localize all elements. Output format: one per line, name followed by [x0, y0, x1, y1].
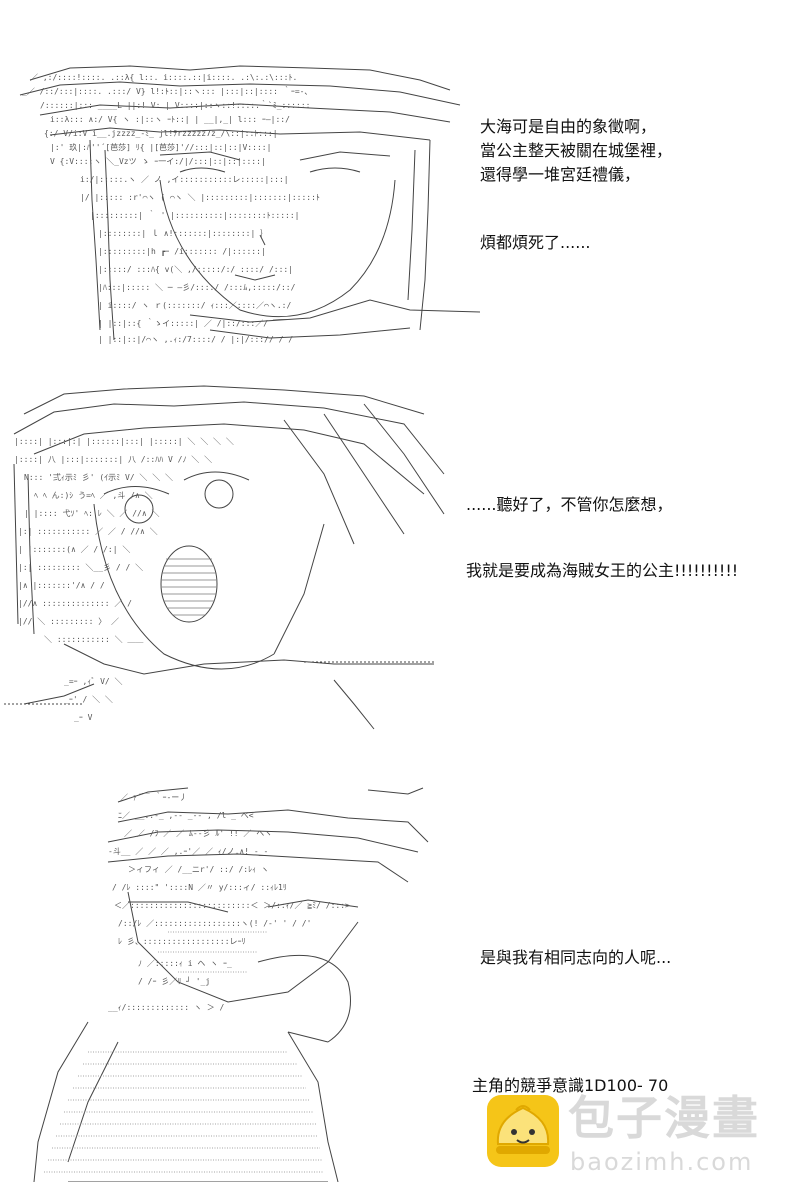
svg-text:i::λ::: ∧:/ V{ ヽ :|::ヽ ｰﾄ::| |: i::λ::: ∧:/ V{ ヽ :|::ヽ ｰﾄ::| | __|,_| l:… — [50, 115, 290, 124]
svg-text:/::/ﾚ ／::::::::::::::::::ヽ(! /: /::/ﾚ ／::::::::::::::::::ヽ(! /‐' ' / /' — [118, 919, 311, 928]
svg-text:ﾍ ﾍ ん:)ｼ う=ﾍ ／ ,斗 /∧ ＼: ﾍ ﾍ ん:)ｼ う=ﾍ ／ ,斗 /∧ ＼ — [34, 491, 153, 500]
svg-text:|∧ |:::::::'/∧ / /: |∧ |:::::::'/∧ / / — [18, 581, 105, 590]
svg-text:_=ｰ ,ｨﾞ V/ ＼: _=ｰ ,ｨﾞ V/ ＼ — [64, 677, 123, 686]
caption-line: ......聽好了，不管你怎麼想， — [466, 495, 673, 514]
svg-text:| i::::/ ヽ ｒ(:::::::/ ｨ:::／:::: | i::::/ ヽ ｒ(:::::::/ ｨ:::／::::／⌒ヽ.:/ — [98, 301, 291, 310]
caption-line: 主角的競爭意識1D100- 70 — [472, 1076, 669, 1095]
svg-text:N::: '弍ｨ示ﾐ 彡' (ｲ示ﾐ V/ ＼ ＼ ＼: N::: '弍ｨ示ﾐ 彡' (ｲ示ﾐ V/ ＼ ＼ ＼ — [24, 472, 173, 482]
svg-text:-斗__ ／ ／ ／ ,.ｰ'／ ／ ｨ/ノ.∧! -_-: -斗__ ／ ／ ／ ,.ｰ'／ ／ ｨ/ノ.∧! -_- — [108, 847, 268, 856]
caption-line: 大海可是自由的象徵啊， — [480, 117, 657, 136]
svg-text:| |::|::|/⌒ヽ ,.ｨ:/7::::/ / |:|: | |::|::|/⌒ヽ ,.ｨ:/7::::/ / |:|/:::// / / — [98, 335, 293, 344]
caption-line: 當公主整天被關在城堡裡， — [480, 141, 673, 160]
svg-text:|//∧ :::::::::::::: ／ /: |//∧ :::::::::::::: ／ / — [18, 599, 132, 608]
ascii-art-princess-portrait: ／ ,:/::::!::::. .::λ{ l::. i::::.::|i:::… — [10, 60, 480, 350]
svg-text:|:' 玖|:ﾊ''´[芭莎] ﾘ{ |[芭莎]'//:::: |:' 玖|:ﾊ''´[芭莎] ﾘ{ |[芭莎]'//:::|::|::|V::… — [50, 142, 271, 152]
panel-3: ／-ｧ´￣ ｀ｰ-ー丿 ﾆ／ __..‐_ ,-- _-- , /l _ べ< … — [0, 760, 800, 1200]
watermark-url: baozimh.com — [570, 1148, 754, 1176]
svg-text:|:::::/ :::ﾊ{ v(＼ ,/:::::/:/ :: |:::::/ :::ﾊ{ v(＼ ,/:::::/:/ ::::/ /:::| — [98, 265, 293, 274]
svg-text:|::::| 八 |:::|:::::::| 八 /::ﾊﾊ: |::::| 八 |:::|:::::::| 八 /::ﾊﾊ V /ﾉ ＼ ＼ — [14, 455, 212, 464]
svg-text:／ ／ /ﾌ ／ ／ ﾑ--彡 ﾙ' !! ／ ヘヽ: ／ ／ /ﾌ ／ ／ ﾑ--彡 ﾙ' !! ／ ヘヽ — [124, 829, 272, 838]
svg-text:/ /ｰ 彡／ﾘ ┘ '_j: / /ｰ 彡／ﾘ ┘ '_j — [138, 976, 210, 986]
panel-2: |::::| |:::|:| |::::::|:::| |:::::| ＼ ＼ … — [0, 370, 800, 760]
svg-text:_／ /::/:::|::::. .:::/ V} l!:ﾄ: _／ /::/:::|::::. .:::/ V} l!:ﾄ::|::ヽ::: … — [22, 86, 308, 96]
svg-text:|ﾊ:::|::::: ＼ ─ ―彡/::::/ /:::ﾑ: |ﾊ:::|::::: ＼ ─ ―彡/::::/ /:::ﾑ,:::::/::/ — [98, 283, 296, 292]
svg-text:＜／:::::::::::::::::::::::::＜ ＞: ＜／:::::::::::::::::::::::::＜ ＞/::ｨ/／ ≧ﾐ/… — [114, 901, 350, 910]
svg-text:|:::::::::| ｀ ' |::::::::::|::: |:::::::::| ｀ ' |::::::::::|::::::::ﾄ:::… — [90, 210, 299, 220]
svg-text:| |:::: 弋ｿ' ﾍ: ﾚ ＼ ／ //∧ ＼: | |:::: 弋ｿ' ﾍ: ﾚ ＼ ／ //∧ ＼ — [24, 508, 160, 518]
watermark: 包子漫畫 baozimh.com — [486, 1090, 786, 1180]
caption-line: 我就是要成為海賊女王的公主!!!!!!!!!! — [466, 561, 739, 580]
ascii-art-pondering-character: ／-ｧ´￣ ｀ｰ-ー丿 ﾆ／ __..‐_ ,-- _-- , /l _ べ< … — [28, 782, 448, 1182]
svg-text:/ /ﾚ ::::" '::::N ／〃 y/:::ィ/ :: / /ﾚ ::::" '::::N ／〃 y/:::ィ/ ::ｨﾚ1ﾘ — [112, 883, 287, 892]
svg-text:V {:V::::ヽ ＼_Vzツ ゝ ｰ一イ:/|/:::|: V {:V::::ヽ ＼_Vzツ ゝ ｰ一イ:/|/:::|::|::|::::… — [50, 157, 266, 166]
caption-line: 是與我有相同志向的人呢... — [480, 948, 672, 967]
svg-text:ﾆ／ __..‐_ ,-- _-- , /l _ べ<: ﾆ／ __..‐_ ,-- _-- , /l _ べ< — [118, 811, 254, 820]
svg-text:| |::|::{ ｀ゝイ:::::| ／ /|::/:::: | |::|::{ ｀ゝイ:::::| ／ /|::/:::／/ ￣￣ — [98, 318, 289, 328]
svg-text:|:| ::::::::: ＼__彡 / / ＼: |:| ::::::::: ＼__彡 / / ＼ — [18, 563, 143, 572]
caption-line: 煩都煩死了...... — [480, 233, 591, 252]
panel-1: ／ ,:/::::!::::. .::λ{ l::. i::::.::|i:::… — [0, 0, 800, 370]
svg-text:|:::::::::|h ┏ｰ /i::::::: /|::: |:::::::::|h ┏ｰ /i::::::: /|::::::| — [98, 247, 266, 257]
svg-text:|:| ::::::::::: ／ ／ / //∧ ＼: |:| ::::::::::: ／ ／ / //∧ ＼ — [18, 527, 158, 536]
svg-text:ﾉ ／:::::ｨ i ヘ ヽ ｰ_: ﾉ ／:::::ｨ i ヘ ヽ ｰ_ — [138, 959, 232, 968]
svg-text:／ ,:/::::!::::. .::λ{ l::. i::: ／ ,:/::::!::::. .::λ{ l::. i::::.::|i:::… — [30, 73, 297, 82]
svg-text:_ｰ' / ＼ ＼: _ｰ' / ＼ ＼ — [64, 695, 113, 704]
svg-text:i:/|:::::.ヽ ／ ノ ,イ:::::::::::レ: i:/|:::::.ヽ ／ ノ ,イ:::::::::::レ:::::|:::| — [80, 175, 289, 184]
svg-text:＼ ::::::::::: ＼ ＿＿: ＼ ::::::::::: ＼ ＿＿ — [44, 635, 143, 644]
svg-text:|// ＼ ::::::::: 〉 ／: |// ＼ ::::::::: 〉 ／ — [18, 617, 119, 626]
svg-text:|::::::::| ｌ ∧!:::::::|:::::::: |::::::::| ｌ ∧!:::::::|::::::::| ｝ — [98, 229, 268, 238]
svg-text:|/ |::::: :r'⌒ヽ ( ⌒ヽ ＼ |::::::: |/ |::::: :r'⌒ヽ ( ⌒ヽ ＼ |:::::::::|::::::… — [80, 193, 320, 202]
svg-text:{:/ V/i:V i__.jzzzz_-ﾐ_ jl!ﾃrz: {:/ V/i:V i__.jzzzz_-ﾐ_ jl!ﾃrzzzzz7z_/\:… — [44, 129, 278, 138]
svg-text:＞ィフィ ／ /__ニr'/ ::/ /:ﾚｨ ヽ: ＞ィフィ ／ /__ニr'/ ::/ /:ﾚｨ ヽ — [128, 865, 269, 874]
svg-text:/::::::|::: ____L ||:! V: | V:: /::::::|::: ____L ||:! V: | V::::|::ヽ::!… — [40, 100, 310, 110]
svg-text:／-ｧ´￣ ｀ｰ-ー丿: ／-ｧ´￣ ｀ｰ-ー丿 — [120, 792, 187, 802]
svg-text:| |:::::::(∧ ／ / /:| ＼: | |:::::::(∧ ／ / /:| ＼ — [18, 545, 130, 554]
ascii-art-shouting-girl: |::::| |:::|:| |::::::|:::| |:::::| ＼ ＼ … — [4, 384, 454, 734]
watermark-title: 包子漫畫 — [568, 1091, 760, 1145]
svg-text:_ｰ V: _ｰ V — [74, 713, 93, 722]
svg-text:ﾚ 彡、::::::::::::::::::レｰﾘ: ﾚ 彡、::::::::::::::::::レｰﾘ — [118, 937, 246, 946]
caption-line: 還得學一堆宮廷禮儀， — [480, 165, 641, 184]
bun-mascot-icon — [486, 1094, 560, 1168]
svg-text:__ｨ/::::::::::::: ヽ ＞ /: __ｨ/::::::::::::: ヽ ＞ / — [108, 1003, 225, 1012]
svg-text:|::::| |:::|:| |::::::|:::| |:: |::::| |:::|:| |::::::|:::| |:::::| ＼ ＼ … — [14, 437, 234, 446]
